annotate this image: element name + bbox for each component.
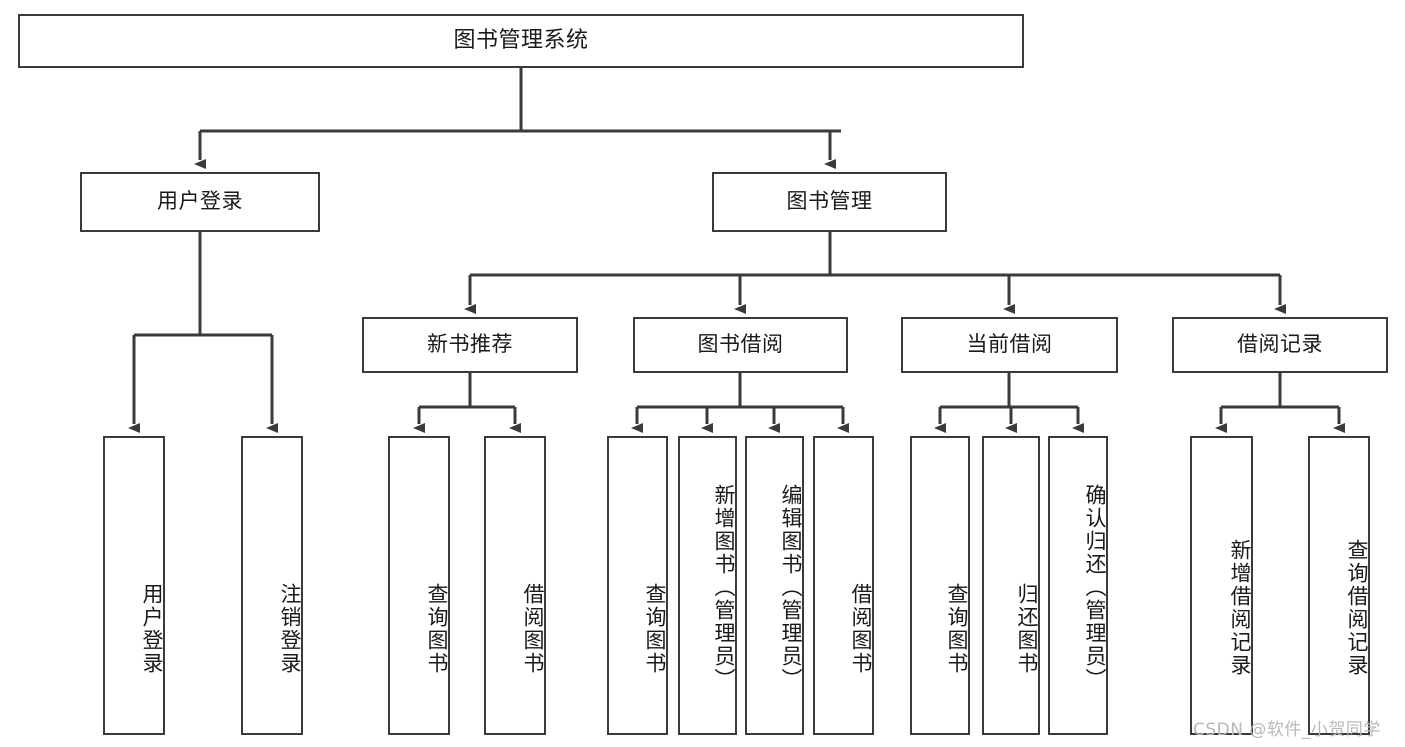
node-user-login[interactable]: 用户登录 [80,172,320,232]
leaf-query-book-current-label: 查询图书 [945,582,969,675]
leaf-add-borrow-record-label: 新增借阅记录 [1228,538,1252,677]
leaf-user-login-label: 用户登录 [140,582,164,675]
node-current-borrow-label: 当前借阅 [966,332,1053,357]
leaf-query-borrow-record[interactable]: 查询借阅记录 [1308,436,1370,735]
leaf-query-book-borrow-label: 查询图书 [643,582,667,675]
node-borrow-record[interactable]: 借阅记录 [1172,317,1388,373]
node-book-management-label: 图书管理 [786,189,873,214]
leaf-logout-label: 注销登录 [278,582,302,675]
node-borrow-record-label: 借阅记录 [1237,332,1323,357]
leaf-query-book-newbook[interactable]: 查询图书 [388,436,450,735]
leaf-query-book-current[interactable]: 查询图书 [910,436,970,735]
leaf-query-borrow-record-label: 查询借阅记录 [1345,538,1369,677]
node-user-login-label: 用户登录 [157,189,243,214]
leaf-add-borrow-record[interactable]: 新增借阅记录 [1190,436,1253,735]
node-book-management[interactable]: 图书管理 [712,172,947,232]
node-root[interactable]: 图书管理系统 [18,14,1024,68]
leaf-borrow-book-newbook-label: 借阅图书 [521,582,545,675]
leaf-return-book-label: 归还图书 [1015,582,1039,675]
csdn-watermark-text: CSDN @软件_小贺同学 [1193,720,1381,740]
leaf-borrow-book-borrow[interactable]: 借阅图书 [813,436,874,735]
node-book-borrow[interactable]: 图书借阅 [633,317,848,373]
node-new-book-recommend-label: 新书推荐 [427,332,513,357]
leaf-logout[interactable]: 注销登录 [241,436,303,735]
leaf-add-book-admin-label: 新增图书（管理员） [712,484,736,691]
leaf-confirm-return-admin[interactable]: 确认归还（管理员） [1048,436,1108,735]
node-new-book-recommend[interactable]: 新书推荐 [362,317,578,373]
leaf-return-book[interactable]: 归还图书 [982,436,1040,735]
leaf-borrow-book-newbook[interactable]: 借阅图书 [484,436,546,735]
leaf-query-book-newbook-label: 查询图书 [425,582,449,675]
leaf-borrow-book-borrow-label: 借阅图书 [849,582,873,675]
leaf-edit-book-admin-label: 编辑图书（管理员） [779,484,803,691]
leaf-confirm-return-admin-label: 确认归还（管理员） [1083,484,1107,691]
leaf-user-login[interactable]: 用户登录 [103,436,165,735]
csdn-watermark: CSDN @软件_小贺同学 [1193,715,1381,740]
leaf-add-book-admin[interactable]: 新增图书（管理员） [678,436,737,735]
node-root-label: 图书管理系统 [453,27,589,53]
leaf-query-book-borrow[interactable]: 查询图书 [607,436,668,735]
leaf-edit-book-admin[interactable]: 编辑图书（管理员） [745,436,804,735]
node-book-borrow-label: 图书借阅 [697,332,784,357]
node-current-borrow[interactable]: 当前借阅 [901,317,1118,373]
